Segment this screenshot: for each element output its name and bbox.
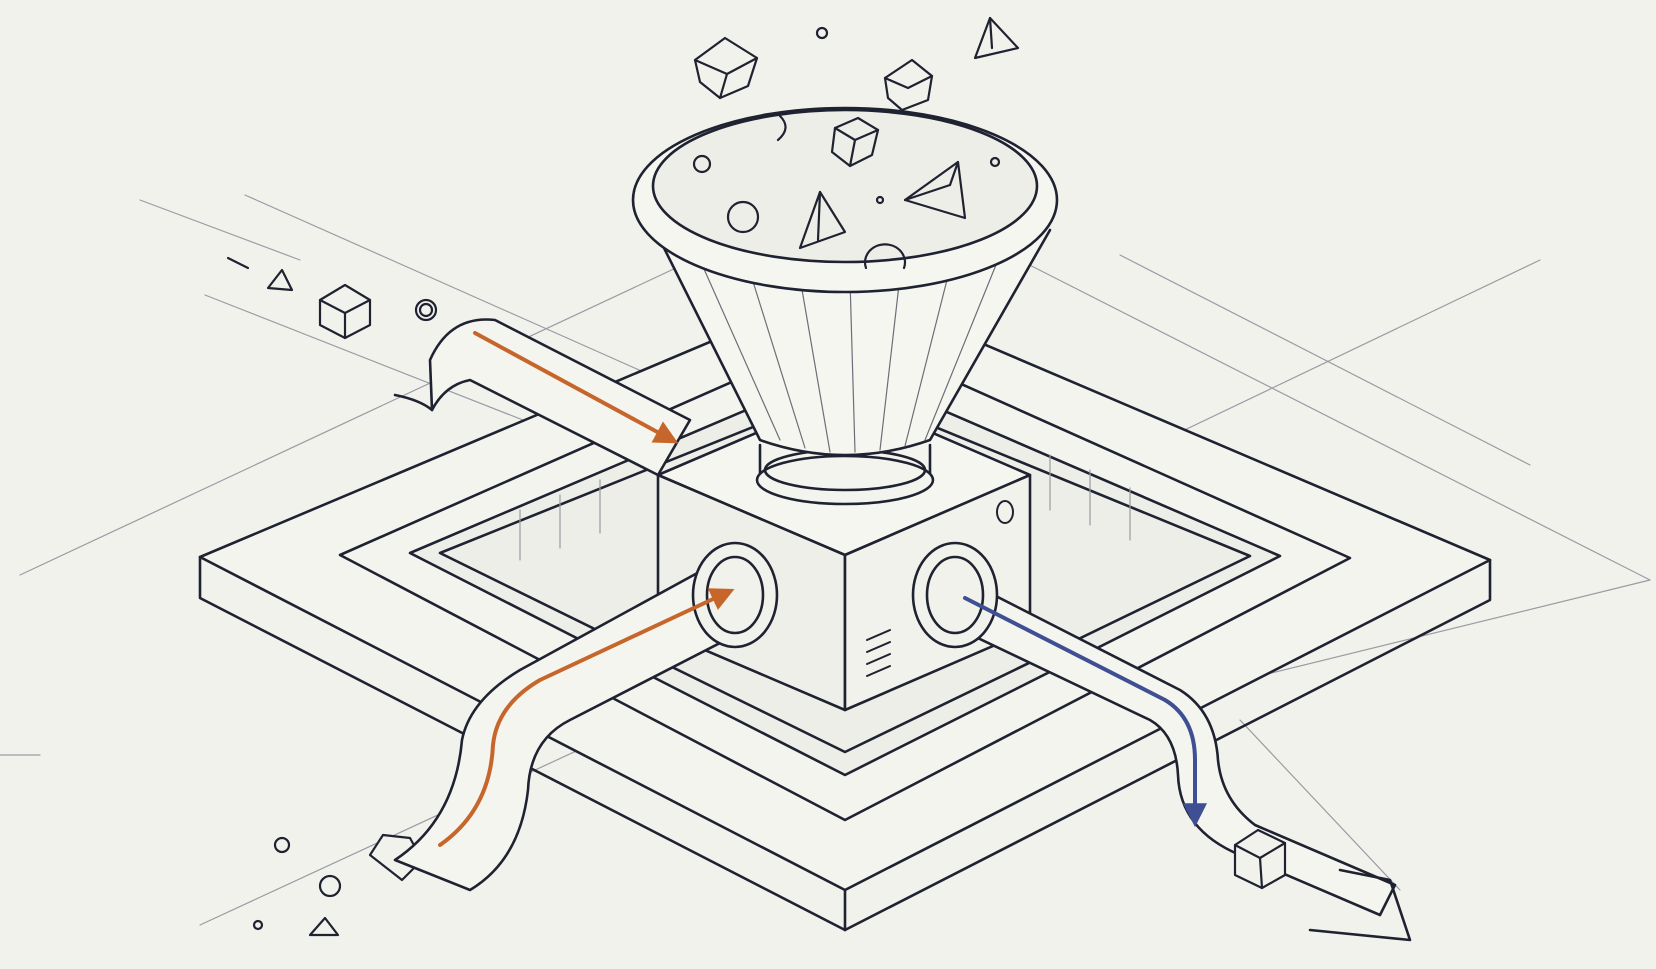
cube-icon xyxy=(320,285,370,338)
ring-icon xyxy=(817,28,827,38)
floating-particles-top xyxy=(695,18,1018,110)
ring-icon xyxy=(275,838,289,852)
pyramid-icon xyxy=(310,918,338,935)
output-port-outer xyxy=(913,543,997,647)
sphere-icon xyxy=(320,876,340,896)
input-port-outer xyxy=(693,543,777,647)
cube-icon xyxy=(695,38,757,98)
pyramid-icon xyxy=(268,270,292,290)
cube-icon xyxy=(885,60,932,110)
funnel-neck-collar xyxy=(757,456,933,504)
pyramid-icon xyxy=(975,18,1018,58)
